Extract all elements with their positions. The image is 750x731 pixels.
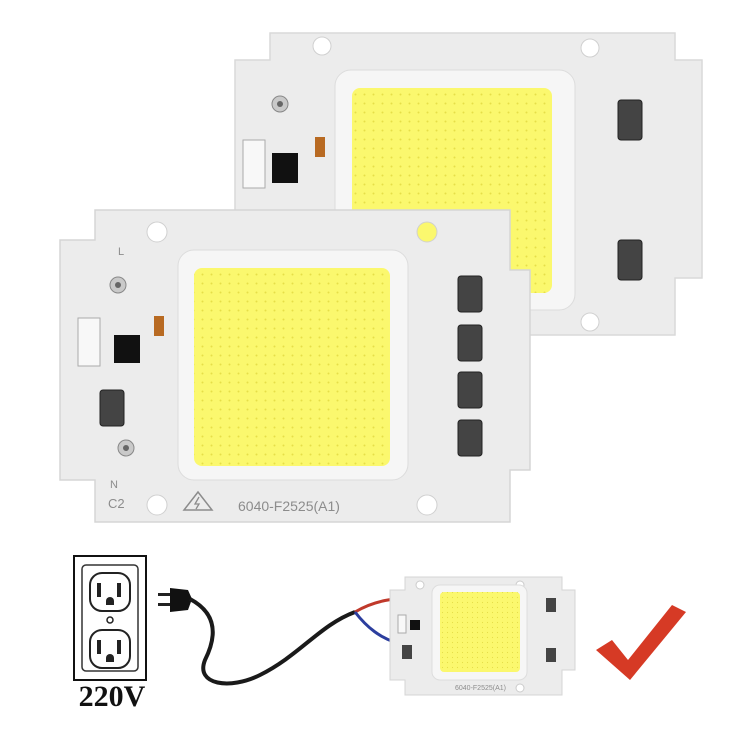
led-chip-module-front: L N C2 6040-F2525(A1)	[59, 209, 531, 523]
model-code-small: 6040-F2525(A1)	[455, 685, 506, 692]
led-chip-module-connected: 6040-F2525(A1)	[389, 576, 576, 696]
plug-icon	[158, 588, 416, 686]
high-voltage-warning-icon	[182, 490, 214, 511]
pin-label-n: N	[110, 479, 118, 491]
model-code: 6040-F2525(A1)	[238, 498, 340, 514]
board-mark: C2	[108, 496, 125, 511]
wall-outlet-icon	[73, 555, 147, 681]
pin-label-l: L	[118, 246, 124, 258]
voltage-label: 220V	[78, 680, 146, 713]
check-mark-icon	[596, 605, 686, 680]
